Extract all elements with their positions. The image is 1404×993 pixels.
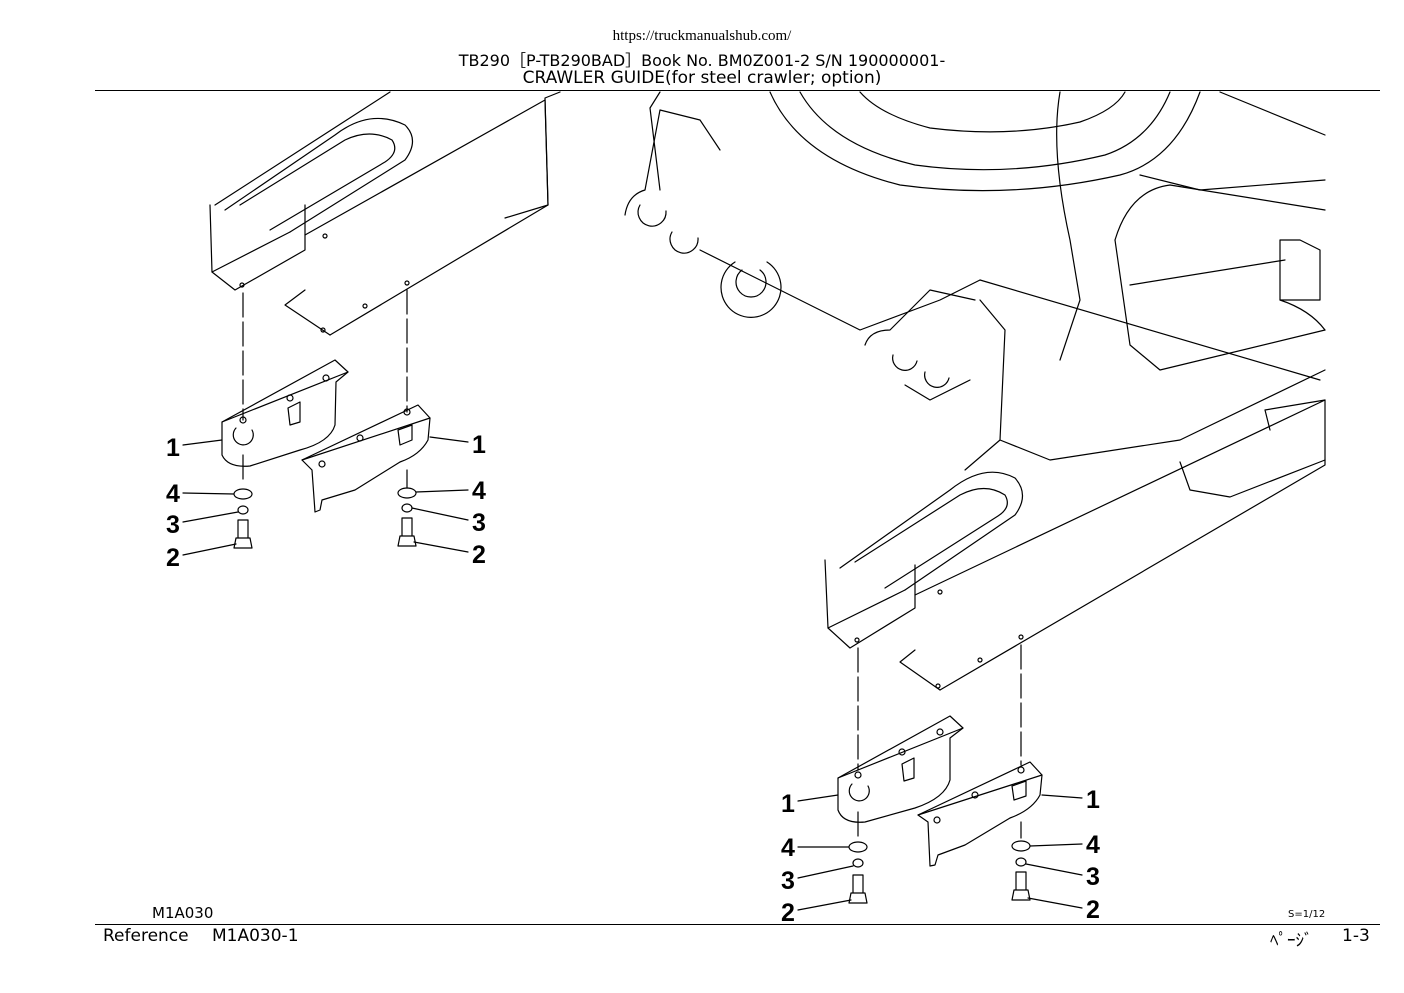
callout-washer-right-a: 4 — [781, 834, 795, 862]
reference-label: Reference — [103, 926, 189, 946]
callout-bolt-left-a: 2 — [166, 544, 180, 572]
right-dash-lines — [857, 644, 1022, 839]
callout-spring-washer-right-a: 3 — [781, 867, 795, 895]
left-guide-1a-drawing — [221, 359, 349, 467]
right-guide-1a-drawing — [837, 715, 964, 823]
callout-bolt-right-a: 2 — [781, 899, 795, 927]
callout-spring-washer-left-b: 3 — [472, 509, 486, 537]
left-track-rail-drawing — [209, 99, 549, 336]
left-dash-lines — [242, 289, 408, 489]
callout-bolt-right-b: 2 — [1086, 896, 1100, 924]
scale-label: S=1/12 — [1288, 909, 1326, 920]
callout-washer-right-b: 4 — [1086, 831, 1100, 859]
page-title: CRAWLER GUIDE(for steel crawler; option) — [522, 68, 882, 88]
callout-labels: 1 4 3 2 1 4 3 2 1 4 3 2 1 4 3 2 — [166, 431, 1100, 927]
left-fasteners-drawing — [233, 487, 417, 549]
pivot-link-drawing — [624, 109, 981, 401]
footer-rule — [95, 924, 1380, 925]
page-label: ﾍﾟｰｼﾞ — [1270, 931, 1313, 951]
figure-code: M1A030 — [152, 904, 214, 922]
source-url: https://truckmanualshub.com/ — [612, 28, 792, 44]
header-rule — [95, 90, 1380, 91]
drive-sprocket-drawing — [769, 91, 1201, 192]
callout-spring-washer-left-a: 3 — [166, 511, 180, 539]
callout-guide-left-b: 1 — [472, 431, 486, 459]
left-guide-1b-drawing — [301, 404, 431, 513]
callout-washer-left-b: 4 — [472, 477, 486, 505]
right-fasteners-drawing — [848, 840, 1031, 904]
reference-code: M1A030-1 — [212, 926, 299, 946]
callout-bolt-left-b: 2 — [472, 541, 486, 569]
page-number: 1-3 — [1342, 926, 1370, 946]
right-guide-1b-drawing — [917, 761, 1043, 867]
callout-guide-right-a: 1 — [781, 790, 795, 818]
callout-guide-left-a: 1 — [166, 434, 180, 462]
callout-spring-washer-right-b: 3 — [1086, 863, 1100, 891]
model-line: TB290［P-TB290BAD］Book No. BM0Z001-2 S/N … — [458, 51, 946, 70]
callout-washer-left-a: 4 — [166, 480, 180, 508]
leader-lines — [182, 436, 1083, 911]
track-frame-drawing — [214, 91, 1326, 498]
callout-guide-right-b: 1 — [1086, 786, 1100, 814]
right-track-rail-drawing — [824, 399, 1326, 691]
